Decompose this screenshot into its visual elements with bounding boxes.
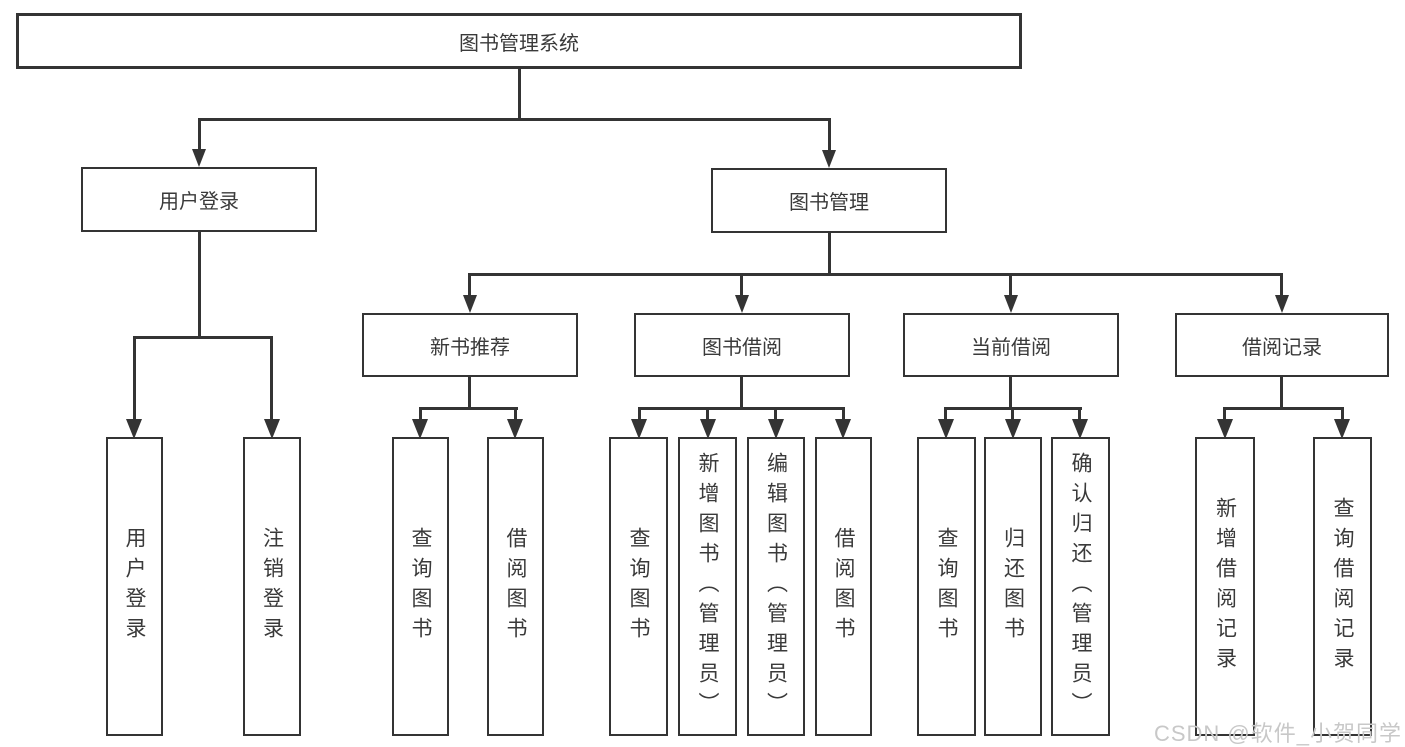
connector-line — [638, 407, 845, 410]
arrow-down-icon — [822, 150, 836, 168]
arrow-down-icon — [1334, 419, 1350, 439]
arrow-down-icon — [192, 149, 206, 167]
node-book-management: 图书管理 — [711, 168, 947, 233]
arrow-down-icon — [463, 295, 477, 313]
node-user-login: 用户登录 — [81, 167, 317, 232]
connector-line — [198, 118, 831, 121]
connector-line — [1223, 407, 1344, 410]
leaf-label: 注销登录 — [260, 526, 284, 647]
leaf-label: 查询图书 — [935, 526, 958, 647]
arrow-down-icon — [631, 419, 647, 439]
leaf-label: 查询图书 — [409, 526, 432, 647]
connector-line — [133, 336, 273, 339]
leaf-records-query-borrow-record: 查询借阅记录 — [1313, 437, 1372, 736]
node-label: 当前借阅 — [971, 336, 1051, 359]
node-label: 图书管理 — [789, 192, 869, 214]
leaf-label: 新增图书（管理员） — [696, 451, 719, 722]
node-label: 图书管理系统 — [459, 32, 579, 55]
connector-line — [1280, 273, 1283, 297]
leaf-user-login: 用户登录 — [106, 437, 163, 736]
leaf-logout: 注销登录 — [243, 437, 301, 736]
connector-line — [706, 407, 709, 421]
leaf-current-query-books: 查询图书 — [917, 437, 976, 736]
leaf-current-confirm-return-admin: 确认归还（管理员） — [1051, 437, 1110, 736]
connector-line — [270, 336, 273, 421]
connector-line — [740, 377, 743, 410]
node-library-management-system: 图书管理系统 — [16, 13, 1022, 69]
leaf-label: 借阅图书 — [504, 526, 527, 647]
leaf-borrowing-edit-books-admin: 编辑图书（管理员） — [747, 437, 805, 736]
arrow-down-icon — [938, 419, 954, 439]
arrow-down-icon — [1004, 295, 1018, 313]
connector-line — [828, 233, 831, 276]
node-book-borrowing: 图书借阅 — [634, 313, 850, 377]
connector-line — [198, 232, 201, 339]
arrow-down-icon — [735, 295, 749, 313]
connector-line — [468, 377, 471, 410]
connector-line — [740, 273, 743, 297]
connector-line — [1009, 377, 1012, 410]
leaf-label: 查询图书 — [627, 526, 650, 647]
node-label: 新书推荐 — [430, 336, 510, 359]
leaf-borrowing-add-books-admin: 新增图书（管理员） — [678, 437, 737, 736]
leaf-label: 归还图书 — [1001, 526, 1025, 647]
leaf-recommend-query-books: 查询图书 — [392, 437, 449, 736]
arrow-down-icon — [768, 419, 784, 439]
connector-line — [419, 407, 422, 421]
node-label: 用户登录 — [159, 191, 239, 213]
connector-line — [842, 407, 845, 421]
arrow-down-icon — [1275, 295, 1289, 313]
connector-line — [1223, 407, 1226, 421]
connector-line — [1280, 377, 1283, 410]
leaf-label: 查询借阅记录 — [1331, 496, 1354, 677]
leaf-label: 用户登录 — [123, 526, 146, 647]
node-label: 借阅记录 — [1242, 336, 1322, 359]
connector-line — [638, 407, 641, 421]
arrow-down-icon — [835, 419, 851, 439]
connector-line — [944, 407, 947, 421]
connector-line — [1011, 407, 1014, 421]
node-current-borrowing: 当前借阅 — [903, 313, 1119, 377]
arrow-down-icon — [507, 419, 523, 439]
connector-line — [419, 407, 518, 410]
connector-line — [468, 273, 471, 297]
connector-line — [774, 407, 777, 421]
node-borrowing-records: 借阅记录 — [1175, 313, 1389, 377]
leaf-label: 借阅图书 — [832, 526, 855, 647]
connector-line — [514, 407, 517, 421]
node-new-book-recommend: 新书推荐 — [362, 313, 578, 377]
leaf-label: 编辑图书（管理员） — [764, 451, 788, 722]
arrow-down-icon — [1005, 419, 1021, 439]
connector-line — [1009, 273, 1012, 297]
connector-line — [828, 118, 831, 152]
connector-line — [518, 69, 521, 121]
connector-line — [1341, 407, 1344, 421]
connector-line — [468, 273, 1283, 276]
arrow-down-icon — [264, 419, 280, 439]
connector-line — [198, 118, 201, 151]
arrow-down-icon — [126, 419, 142, 439]
arrow-down-icon — [412, 419, 428, 439]
leaf-label: 确认归还（管理员） — [1069, 451, 1092, 722]
leaf-recommend-borrow-books: 借阅图书 — [487, 437, 544, 736]
leaf-current-return-books: 归还图书 — [984, 437, 1042, 736]
connector-line — [1078, 407, 1081, 421]
connector-line — [133, 336, 136, 421]
leaf-records-add-borrow-record: 新增借阅记录 — [1195, 437, 1255, 736]
watermark: CSDN @软件_小贺同学 — [1153, 721, 1402, 746]
leaf-label: 新增借阅记录 — [1213, 496, 1237, 677]
node-label: 图书借阅 — [702, 336, 782, 359]
leaf-borrowing-query-books: 查询图书 — [609, 437, 668, 736]
arrow-down-icon — [1072, 419, 1088, 439]
arrow-down-icon — [700, 419, 716, 439]
arrow-down-icon — [1217, 419, 1233, 439]
leaf-borrowing-borrow-books: 借阅图书 — [815, 437, 872, 736]
